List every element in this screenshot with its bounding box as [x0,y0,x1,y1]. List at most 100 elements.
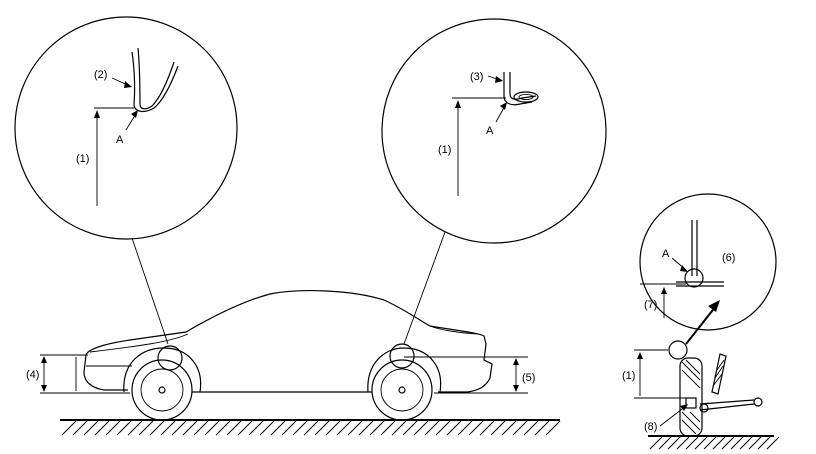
rear-wheel-arch [367,347,442,393]
hatch-stroke [523,420,539,436]
detail-arm-bushing [699,403,709,413]
hatch-stroke [204,420,220,436]
rear-connector-line [403,231,446,345]
hatch-stroke [303,420,319,436]
hatch-stroke [369,420,385,436]
hatch-stroke [358,420,374,436]
hatch-stroke [292,420,308,436]
hatch-stroke [127,420,143,436]
detail-arm-end [753,397,763,407]
hatch-stroke [545,420,561,436]
ground-hatching [61,420,561,436]
rear-leader-3-arrow [495,76,503,83]
detail-leader-8-arrow [680,404,688,411]
detail-leader-a-arrow [680,265,688,272]
rear-measure-point [389,343,415,369]
rear-rim [380,368,424,412]
rear-dim-arrow-bottom [513,385,519,392]
hatch-stroke [685,436,699,450]
hatch-stroke [248,420,264,436]
hatch-stroke [739,436,753,450]
front-detail-circle [14,16,238,240]
hatch-stroke [479,420,495,436]
front-rim [140,368,184,412]
hatch-stroke [703,436,717,450]
measurement-detail-circle [639,193,777,331]
front-dim-arrow-top [41,356,47,363]
hatch-stroke [757,436,771,450]
front-fender-lip-inner [131,51,179,113]
hatch-stroke [676,436,690,450]
hatch-stroke [171,420,187,436]
detail-ground-hatching [649,436,780,450]
front-connector-line [131,237,169,345]
rear-fender-lip-inner [509,72,537,100]
hatch-stroke [83,420,99,436]
hatch-stroke [215,420,231,436]
front-dim-arrow-bottom [41,385,47,392]
hatch-stroke [138,420,154,436]
hatch-stroke [314,420,330,436]
car-trunk-line [429,325,479,335]
hatch-stroke [347,420,363,436]
hatch-stroke [468,420,484,436]
hatch-stroke [281,420,297,436]
front-measure-point [157,345,183,371]
car-hood-line [89,333,189,353]
hatch-stroke [766,436,780,450]
hatch-stroke [160,420,176,436]
car-side-view [83,290,493,421]
detail-label-8: (8) [644,421,657,433]
front-label-4: (4) [26,369,39,381]
detail-dim-1-arrow [637,352,643,359]
hatch-stroke [712,436,726,450]
hatch-stroke [446,420,462,436]
detail-tire-hatch-bottom [681,411,701,435]
hatch-stroke [534,420,550,436]
front-leader-2-arrow [124,81,132,88]
detail-shock-hatch [712,359,725,387]
detail-tire-hatch-top [681,359,701,389]
front-fender-lip [137,47,175,110]
hatch-stroke [226,420,242,436]
hatch-stroke [380,420,396,436]
rear-fender-lip [503,72,533,106]
detail-leader-8 [659,405,687,427]
hatch-stroke [457,420,473,436]
detail-label-7: (7) [644,299,657,311]
hatch-stroke [402,420,418,436]
measurement-detail-group: A (6) (7) (1) (8) [622,193,780,450]
hatch-stroke [721,436,735,450]
detail-hub-square [685,397,697,409]
hatch-stroke [490,420,506,436]
front-label-a: A [116,134,124,146]
hatch-stroke [325,420,341,436]
hatch-stroke [116,420,132,436]
hatch-stroke [730,436,744,450]
rear-fender-curl-inner [518,93,534,101]
detail-label-1: (1) [622,370,635,382]
rear-detail-circle [381,18,607,244]
hatch-stroke [424,420,440,436]
detail-lower-arm [699,399,755,411]
hatch-stroke [336,420,352,436]
hatch-stroke [105,420,121,436]
detail-shock-absorber [711,353,727,395]
car-body-outline [85,290,493,393]
rear-label-5: (5) [522,372,535,384]
hatch-stroke [270,420,286,436]
hatch-stroke [259,420,275,436]
hatch-stroke [72,420,88,436]
front-leader-a-arrow [131,110,138,118]
car-front-bumper [83,354,128,391]
hatch-stroke [182,420,198,436]
detail-tire-section [679,357,703,437]
rear-detail-group: (3) A (1) [381,18,607,244]
rear-label-3: (3) [470,71,483,83]
hatch-stroke [237,420,253,436]
rear-height-arrowhead [455,100,461,108]
rear-fender-curl [513,91,539,103]
front-detail-group: (2) A (1) [14,16,238,240]
hatch-stroke [748,436,762,450]
